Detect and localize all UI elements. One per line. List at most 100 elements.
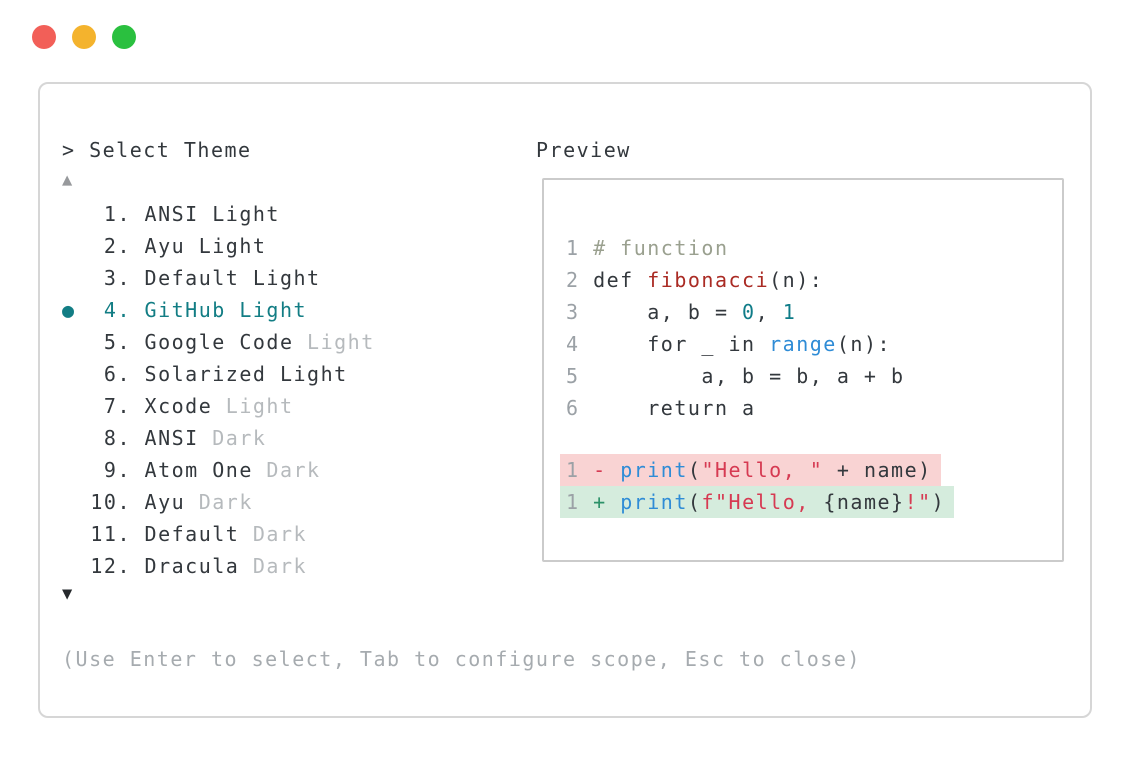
code-token: 3 [566, 300, 594, 324]
theme-item-10[interactable]: 10. Ayu Dark [62, 486, 375, 518]
code-token: a, b = b, a + b [593, 364, 905, 388]
bullet-placeholder [62, 390, 90, 422]
code-token: (n): [769, 268, 824, 292]
theme-item-number: 9. [103, 458, 131, 482]
code-line: 5 a, b = b, a + b [566, 360, 905, 392]
close-button-icon[interactable] [32, 25, 56, 49]
code-token: return a [593, 396, 756, 420]
bullet-placeholder [62, 518, 90, 550]
code-token: 1 [566, 236, 594, 260]
theme-item-number: 2. [103, 234, 131, 258]
diff-line-highlight: 1 + print(f"Hello, {name}!") [560, 486, 955, 518]
theme-item-label: Xcode [131, 394, 226, 418]
code-token: 5 [566, 364, 594, 388]
code-token: 1 [566, 490, 594, 514]
theme-item-3[interactable]: 3. Default Light [62, 262, 375, 294]
theme-item-12[interactable]: 12. Dracula Dark [62, 550, 375, 582]
theme-item-label: Google Code [131, 330, 308, 354]
theme-item-label: ANSI [131, 426, 213, 450]
scroll-down-icon[interactable]: ▼ [62, 584, 74, 604]
theme-item-8[interactable]: 8. ANSI Dark [62, 422, 375, 454]
code-line: 2 def fibonacci(n): [566, 264, 905, 296]
code-line: 1 # function [566, 232, 905, 264]
theme-item-number: 12. [90, 554, 131, 578]
code-token: print [620, 490, 688, 514]
theme-picker-window: > Select Theme ▲ 1. ANSI Light 2. Ayu Li… [38, 82, 1092, 718]
code-token: - [593, 458, 621, 482]
theme-item-1[interactable]: 1. ANSI Light [62, 198, 375, 230]
theme-item-variant: Dark [198, 490, 253, 514]
theme-item-2[interactable]: 2. Ayu Light [62, 230, 375, 262]
code-token: ) [931, 490, 946, 514]
bullet-placeholder [62, 262, 90, 294]
window-controls [32, 25, 136, 49]
bullet-placeholder [62, 326, 90, 358]
code-token: def [593, 268, 648, 292]
bullet-placeholder [62, 422, 90, 454]
code-line: 6 return a [566, 392, 905, 424]
preview-title: Preview [536, 138, 631, 162]
theme-item-label: Dracula [131, 554, 253, 578]
code-token: ( [687, 490, 702, 514]
selected-bullet-icon: ● [62, 298, 76, 322]
code-token: ( [687, 458, 702, 482]
theme-item-number: 4. [103, 298, 131, 322]
theme-item-number: 11. [90, 522, 131, 546]
theme-item-9[interactable]: 9. Atom One Dark [62, 454, 375, 486]
theme-item-7[interactable]: 7. Xcode Light [62, 390, 375, 422]
theme-item-number: 5. [103, 330, 131, 354]
theme-item-4[interactable]: ● 4. GitHub Light [62, 294, 375, 326]
theme-item-11[interactable]: 11. Default Dark [62, 518, 375, 550]
code-token: 0 [742, 300, 756, 324]
theme-item-variant: Dark [252, 522, 308, 546]
bullet-placeholder [62, 230, 90, 262]
code-token: 4 [566, 332, 594, 356]
code-token: , [755, 300, 783, 324]
footer-hint: (Use Enter to select, Tab to configure s… [62, 647, 861, 671]
theme-item-label: Atom One [131, 458, 267, 482]
code-token: "Hello, " [701, 458, 824, 482]
code-token: # function [593, 236, 729, 260]
theme-item-label: Ayu Light [131, 234, 267, 258]
command-title: > Select Theme [62, 138, 252, 162]
diff-line-added: 1 + print(f"Hello, {name}!") [560, 486, 955, 518]
code-token: + [593, 490, 621, 514]
code-token: fibonacci [647, 268, 770, 292]
bullet-placeholder [62, 454, 90, 486]
code-token: + name) [823, 458, 932, 482]
theme-item-6[interactable]: 6. Solarized Light [62, 358, 375, 390]
theme-item-label: Default [131, 522, 253, 546]
minimize-button-icon[interactable] [72, 25, 96, 49]
theme-item-number: 10. [90, 490, 131, 514]
code-token: 1 [782, 300, 797, 324]
maximize-button-icon[interactable] [112, 25, 136, 49]
code-token: f"Hello, [701, 490, 824, 514]
code-token: a, b = [593, 300, 743, 324]
theme-item-number: 6. [103, 362, 131, 386]
diff-line-removed: 1 - print("Hello, " + name) [560, 454, 954, 486]
code-token: 1 [566, 458, 594, 482]
code-line: 4 for _ in range(n): [566, 328, 905, 360]
code-token: 2 [566, 268, 594, 292]
theme-item-variant: Dark [252, 554, 308, 578]
theme-item-label: GitHub Light [131, 298, 308, 322]
code-token: for _ in [593, 332, 770, 356]
diff-preview: 1 - print("Hello, " + name)1 + print(f"H… [560, 454, 955, 518]
theme-item-variant: Light [225, 394, 294, 418]
code-token: !" [904, 490, 932, 514]
theme-item-variant: Light [307, 330, 375, 354]
theme-item-number: 8. [103, 426, 131, 450]
scroll-up-icon[interactable]: ▲ [62, 170, 74, 190]
theme-item-label: Default Light [131, 266, 321, 290]
bullet-placeholder [62, 486, 90, 518]
bullet-placeholder [62, 358, 90, 390]
theme-item-label: Solarized Light [131, 362, 348, 386]
code-line: 3 a, b = 0, 1 [566, 296, 905, 328]
theme-item-5[interactable]: 5. Google Code Light [62, 326, 375, 358]
code-token: print [620, 458, 688, 482]
bullet-placeholder [62, 198, 90, 230]
theme-item-label: Ayu [131, 490, 199, 514]
theme-item-variant: Dark [266, 458, 321, 482]
